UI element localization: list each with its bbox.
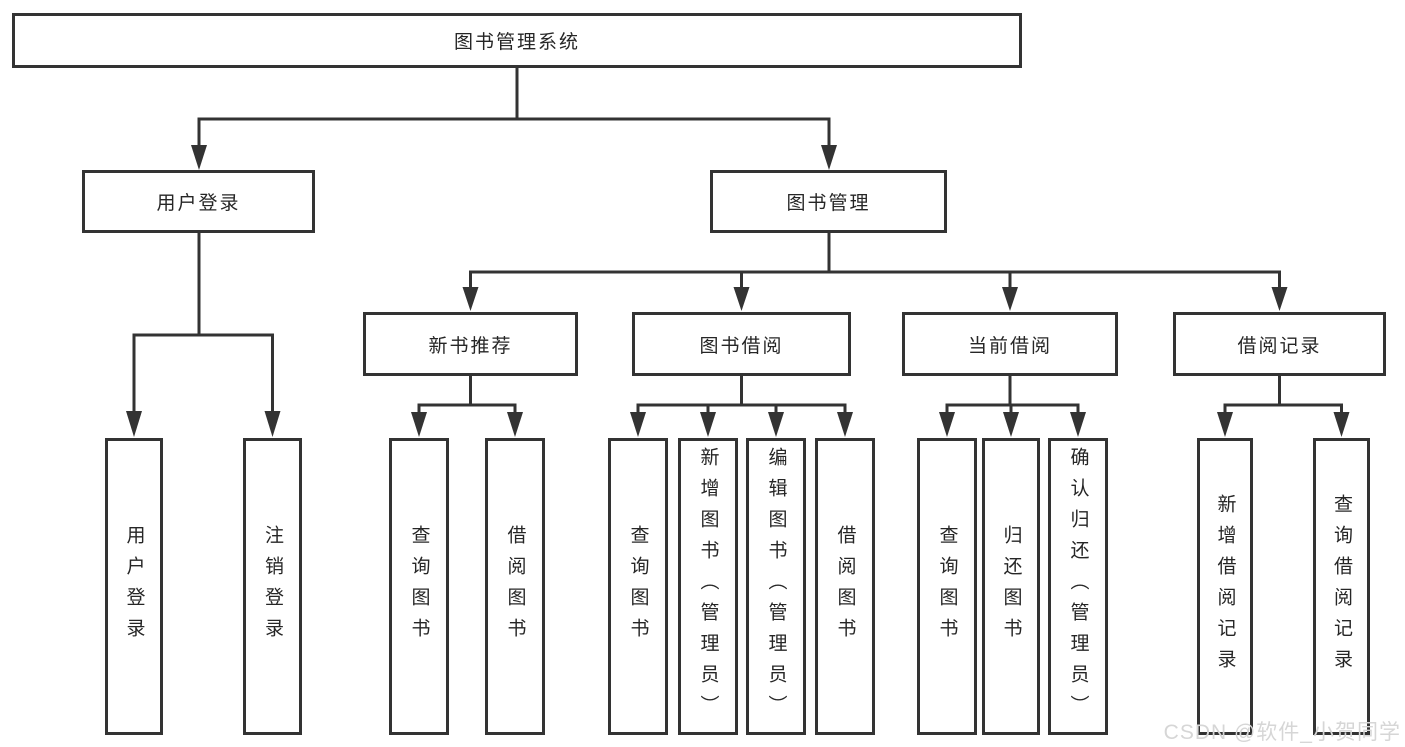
leaf-add-borrow-record: 新增借阅记录 [1197,438,1253,735]
connector-book-management-children [462,231,1288,311]
node-library-management-system: 图书管理系统 [12,13,1022,68]
connector-root-to-level2 [191,66,837,170]
leaf-logout: 注销登录 [243,438,302,735]
connector-book-borrowing-children [630,374,853,437]
connector-user-login-children [126,231,281,437]
connector-new-book-recommendation-children [411,374,523,437]
node-borrowing-records: 借阅记录 [1173,312,1386,376]
connector-borrowing-records-children [1217,374,1350,437]
leaf-user-login: 用户登录 [105,438,163,735]
node-new-book-recommendation: 新书推荐 [363,312,578,376]
leaf-confirm-return-admin: 确认归还（管理员） [1048,438,1108,735]
leaf-query-books: 查询图书 [389,438,449,735]
leaf-query-books: 查询图书 [917,438,977,735]
watermark: CSDN @软件_小贺同学 [1163,721,1401,744]
leaf-query-books: 查询图书 [608,438,668,735]
leaf-return-books: 归还图书 [982,438,1040,735]
node-user-login: 用户登录 [82,170,315,233]
connector-current-borrowing-children [939,374,1086,437]
leaf-edit-book-admin: 编辑图书（管理员） [746,438,806,735]
leaf-borrow-books: 借阅图书 [815,438,875,735]
node-current-borrowing: 当前借阅 [902,312,1118,376]
node-book-borrowing: 图书借阅 [632,312,851,376]
leaf-add-book-admin: 新增图书（管理员） [678,438,738,735]
node-book-management: 图书管理 [710,170,947,233]
leaf-borrow-books: 借阅图书 [485,438,545,735]
leaf-query-borrow-record: 查询借阅记录 [1313,438,1370,735]
